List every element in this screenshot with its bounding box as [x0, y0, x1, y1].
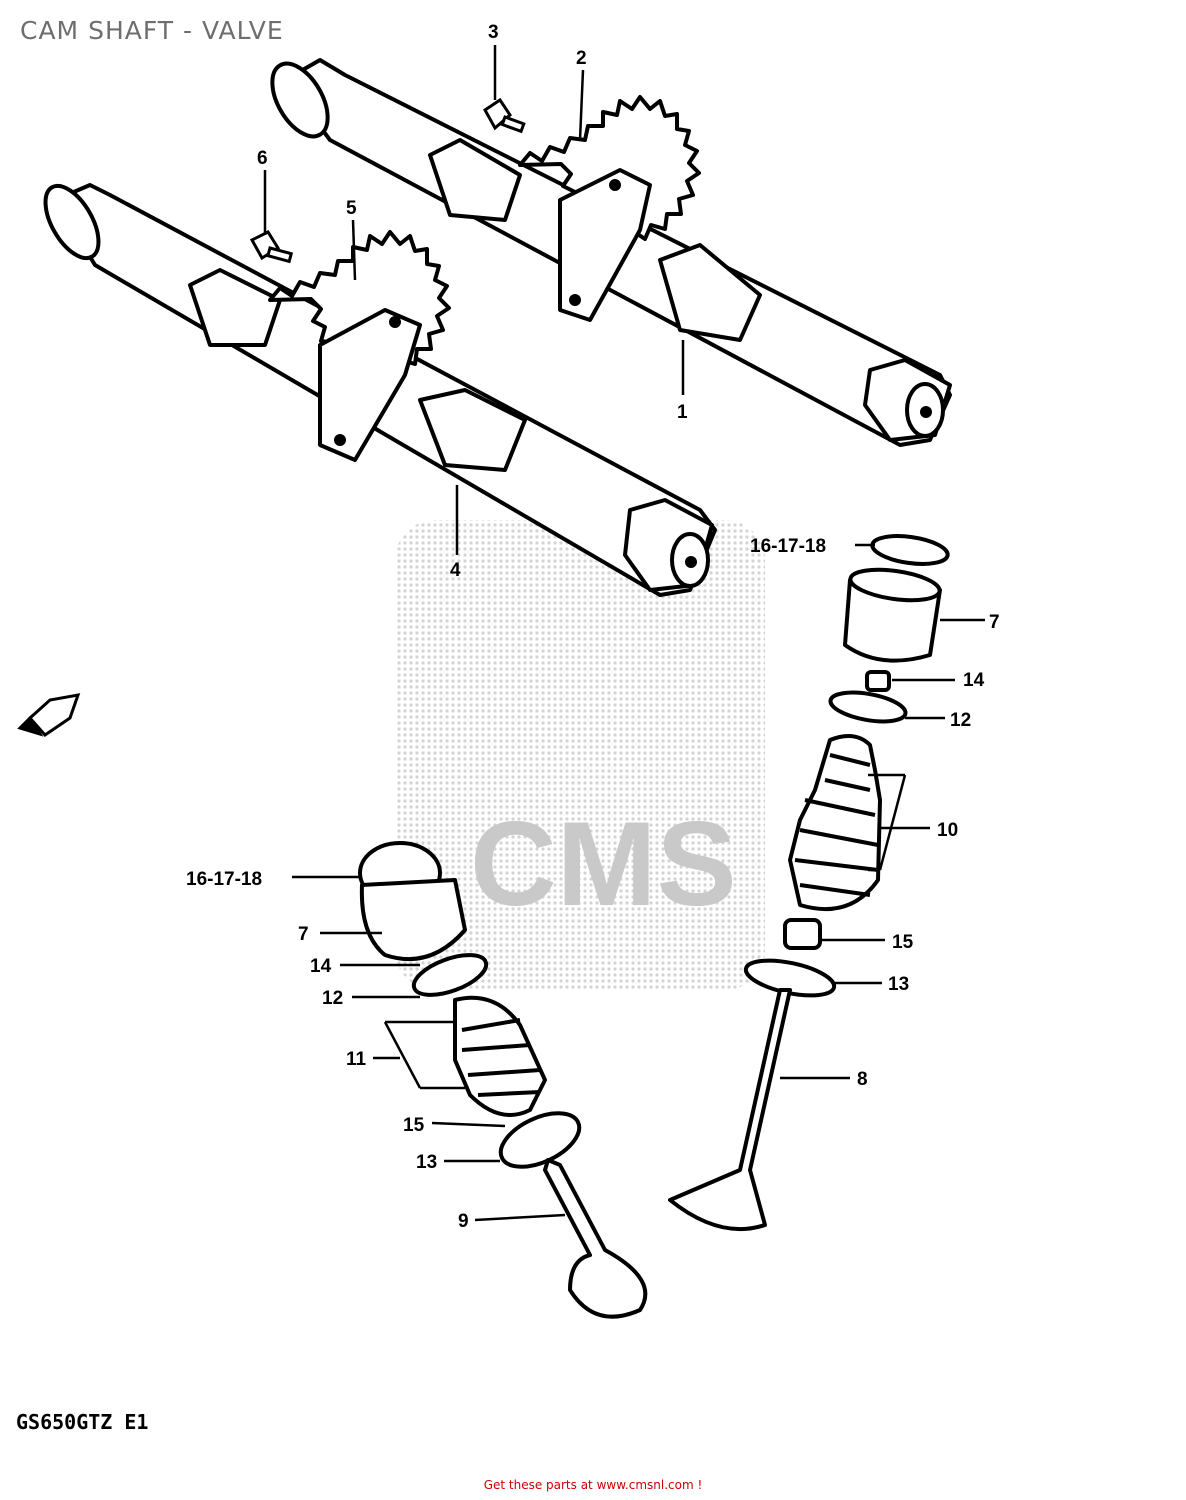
label-part-11: 11: [346, 1049, 367, 1070]
model-code: GS650GTZ E1: [16, 1410, 149, 1434]
label-part-7-right: 7: [989, 612, 1000, 633]
label-part-15-left: 15: [403, 1115, 425, 1136]
page-title: CAM SHAFT - VALVE: [20, 16, 284, 45]
label-part-8: 8: [857, 1069, 868, 1090]
label-part-1: 1: [677, 402, 688, 423]
label-part-15-right: 15: [892, 932, 914, 953]
front-arrow-icon: [17, 693, 81, 737]
label-part-3: 3: [488, 22, 499, 43]
label-part-4: 4: [450, 560, 461, 581]
label-part-14-left: 14: [310, 956, 332, 977]
footer-link[interactable]: Get these parts at www.cmsnl.com !: [483, 1478, 703, 1492]
watermark-text: CMS: [470, 797, 737, 931]
label-part-12-left: 12: [322, 988, 343, 1009]
label-part-10: 10: [937, 820, 958, 841]
label-part-14-right: 14: [963, 670, 985, 691]
camshaft-lower: [43, 183, 717, 597]
bolt-6: [249, 230, 294, 264]
label-part-9: 9: [458, 1211, 469, 1232]
label-part-13-left: 13: [416, 1152, 437, 1173]
label-part-13-right: 13: [888, 974, 909, 995]
label-part-6: 6: [257, 148, 268, 169]
valve-assembly-right: [668, 534, 950, 1232]
watermark-logo: CMS: [395, 520, 765, 990]
label-part-2: 2: [576, 48, 587, 69]
part-labels: 3 2 6 5 1 4 16-17-18 7 14 12 10 15 13 8 …: [186, 22, 1000, 1232]
label-part-7-left: 7: [298, 924, 309, 945]
label-part-5: 5: [346, 198, 357, 219]
valve-assembly-left: [358, 841, 648, 1319]
bolt-3: [483, 97, 526, 134]
label-part-16-17-18-left: 16-17-18: [186, 869, 262, 890]
leader-lines: [263, 45, 985, 1222]
camshaft-upper: [270, 58, 952, 447]
label-part-12-right: 12: [950, 710, 971, 731]
label-part-16-17-18-right: 16-17-18: [750, 536, 826, 557]
